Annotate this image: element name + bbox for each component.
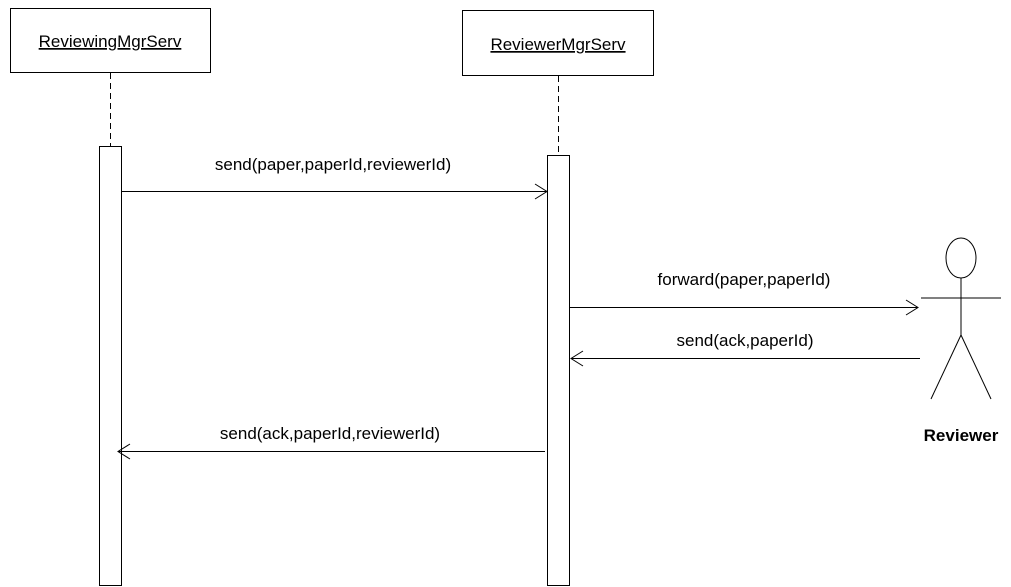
message-send-ack-reviewer: send(ack,paperId,reviewerId) <box>117 424 545 460</box>
actor-reviewer: Reviewer <box>921 237 1001 445</box>
participant-reviewingmgrserv: ReviewingMgrServ <box>10 8 211 586</box>
activation-bar-reviewermgrserv <box>547 155 570 586</box>
arrowhead-right-icon <box>905 299 919 316</box>
participant-reviewermgrserv: ReviewerMgrServ <box>462 10 654 586</box>
message-forward-paper: forward(paper,paperId) <box>570 270 919 316</box>
arrowhead-left-icon <box>570 350 584 367</box>
object-box-reviewermgrserv <box>462 10 654 76</box>
message-label: send(ack,paperId,reviewerId) <box>220 424 440 443</box>
activation-bar-reviewingmgrserv <box>99 146 122 586</box>
arrowhead-right-icon <box>534 183 548 200</box>
message-send-paper: send(paper,paperId,reviewerId) <box>122 155 548 200</box>
object-box-reviewingmgrserv <box>10 8 211 73</box>
message-label: send(paper,paperId,reviewerId) <box>215 155 451 174</box>
actor-label-reviewer: Reviewer <box>924 426 999 445</box>
arrowhead-left-icon <box>117 443 131 460</box>
message-label: forward(paper,paperId) <box>658 270 831 289</box>
message-label: send(ack,paperId) <box>676 331 813 350</box>
object-label-reviewingmgrserv: ReviewingMgrServ <box>39 32 182 51</box>
message-send-ack: send(ack,paperId) <box>570 331 920 367</box>
stick-figure-icon <box>921 237 1001 400</box>
object-label-reviewermgrserv: ReviewerMgrServ <box>490 35 626 54</box>
